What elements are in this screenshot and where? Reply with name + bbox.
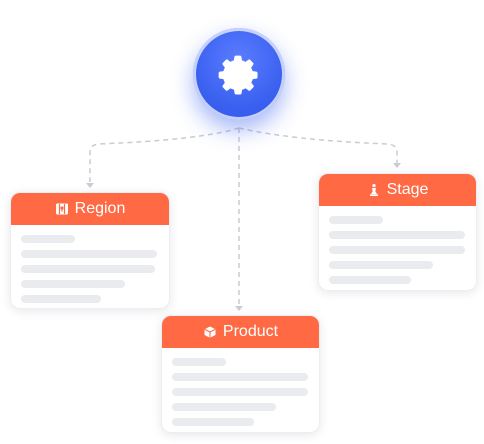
placeholder-line [172,358,226,366]
region-card-placeholder [11,225,169,303]
region-card-header: Region [11,193,169,225]
placeholder-line [21,235,75,243]
stage-card-title: Stage [386,181,429,198]
region-card-title: Region [74,200,126,217]
placeholder-line [329,246,465,254]
product-card[interactable]: Product [161,315,320,433]
stage-card-placeholder [319,206,476,284]
stage-card[interactable]: Stage [318,173,477,291]
placeholder-line [172,403,276,411]
product-card-placeholder [162,348,319,426]
placeholder-line [21,265,155,273]
placeholder-line [172,388,308,396]
map-icon [55,202,69,216]
placeholder-line [329,231,465,239]
arrowhead-stage [393,163,401,168]
placeholder-line [21,280,125,288]
settings-hub[interactable] [193,28,285,120]
arrowhead-product [235,306,243,311]
placeholder-line [21,250,157,258]
stage-card-header: Stage [319,174,476,206]
arrowhead-region [86,183,94,188]
placeholder-line [329,276,411,284]
placeholder-line [21,295,101,303]
connector-to-region [89,127,240,182]
placeholder-line [329,261,433,269]
box-icon [203,325,217,339]
chess-piece-icon [367,183,381,197]
placeholder-line [172,418,254,426]
product-card-header: Product [162,316,319,348]
region-card[interactable]: Region [10,192,170,309]
placeholder-line [172,373,308,381]
product-card-title: Product [222,323,279,340]
placeholder-line [329,216,383,224]
gear-icon [218,55,258,95]
connector-to-stage [238,127,398,163]
